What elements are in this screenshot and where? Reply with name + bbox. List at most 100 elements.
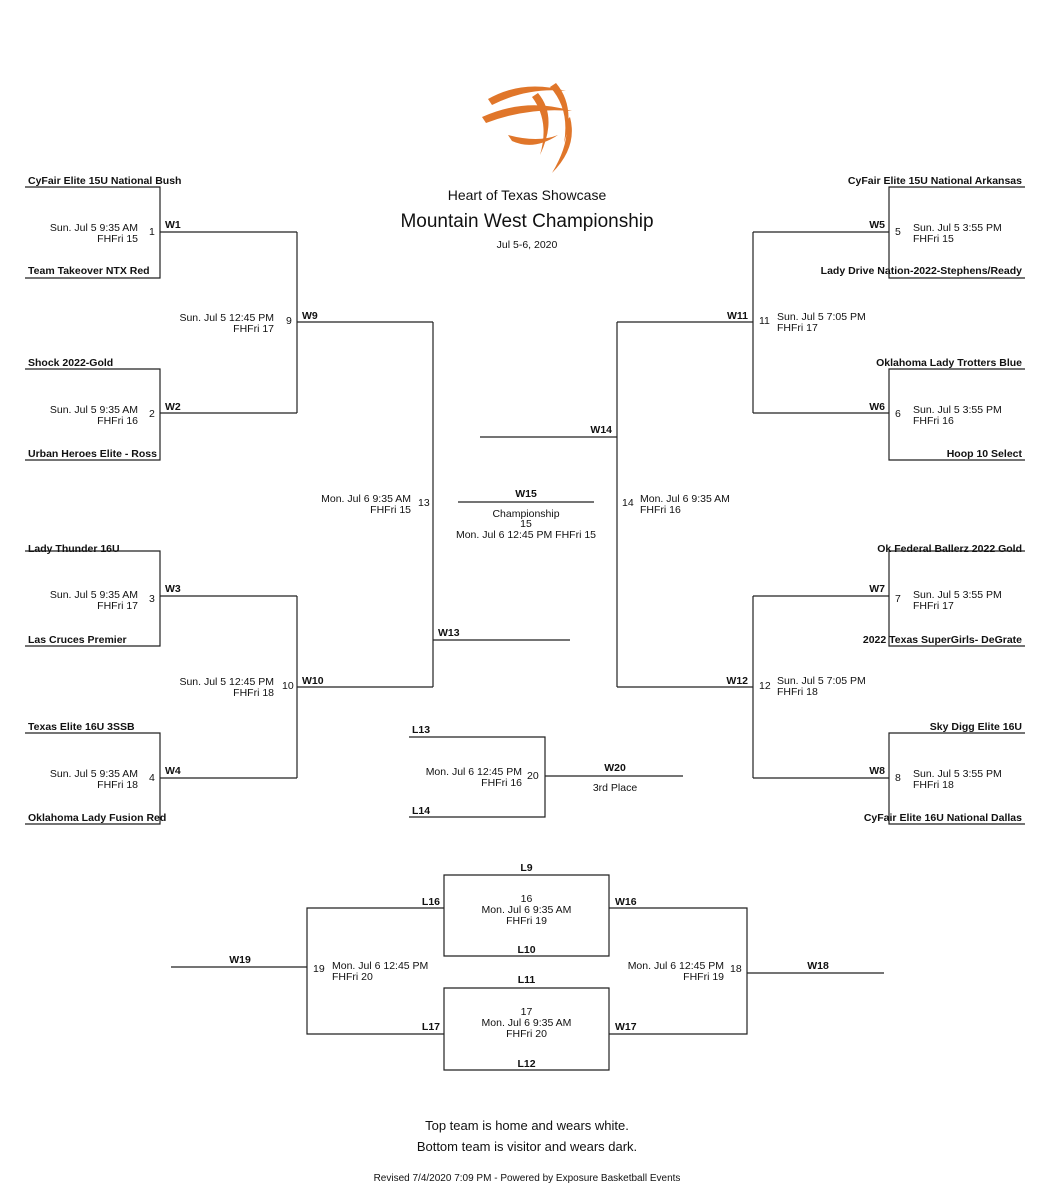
game-label: 3rd Place — [592, 782, 638, 794]
game-time: Sun. Jul 5 9:35 AM — [49, 404, 138, 416]
game-number: 8 — [895, 772, 901, 784]
game-16-lines — [443, 874, 610, 957]
game-2-lines — [25, 368, 297, 461]
team-slot: Ok Federal Ballerz 2022 Gold — [877, 543, 1022, 555]
game-time: Mon. Jul 6 12:45 PM — [332, 960, 429, 972]
game-time: Sun. Jul 5 3:55 PM — [913, 404, 1002, 416]
game-number: 2 — [149, 408, 155, 420]
game-court: FHFri 16 — [640, 504, 681, 516]
logo-swooshes — [482, 83, 572, 173]
game-number: 4 — [149, 772, 155, 784]
game-court: FHFri 15 — [370, 504, 411, 516]
game-7-lines — [753, 550, 1025, 647]
game-court: FHFri 18 — [233, 687, 274, 699]
game-number: 6 — [895, 408, 901, 420]
game-court: FHFri 19 — [506, 915, 547, 927]
game-number: 18 — [730, 963, 742, 975]
game-time: Sun. Jul 5 7:05 PM — [777, 311, 866, 323]
game-time: Mon. Jul 6 12:45 PM — [425, 766, 522, 778]
loser-label: L11 — [517, 974, 536, 986]
game-number: 20 — [527, 770, 539, 782]
game-time: Sun. Jul 5 3:55 PM — [913, 222, 1002, 234]
game-court: FHFri 15 — [913, 233, 954, 245]
loser-label: L16 — [421, 896, 440, 908]
game-12-lines — [617, 596, 754, 778]
game-time: Mon. Jul 6 9:35 AM — [321, 493, 411, 505]
game-number: 1 — [149, 226, 155, 238]
game-court: FHFri 20 — [332, 971, 373, 983]
game-10-lines — [296, 596, 433, 778]
game-time: Sun. Jul 5 3:55 PM — [913, 768, 1002, 780]
game-9-lines — [296, 232, 433, 413]
game-court: FHFri 17 — [97, 600, 138, 612]
team-slot: Texas Elite 16U 3SSB — [28, 721, 135, 733]
game-number: 15 — [520, 518, 532, 530]
game-18-lines — [609, 907, 884, 1035]
footer-revised: Revised 7/4/2020 7:09 PM - Powered by Ex… — [373, 1173, 681, 1184]
game-time: Sun. Jul 5 3:55 PM — [913, 589, 1002, 601]
team-slot: 2022 Texas SuperGirls- DeGrate — [862, 634, 1022, 646]
team-slot: Oklahoma Lady Trotters Blue — [876, 357, 1022, 369]
winner-label: W12 — [726, 675, 748, 687]
game-11-lines — [617, 232, 754, 413]
game-number: 7 — [895, 593, 901, 605]
loser-label: L9 — [520, 862, 533, 874]
game-8-lines — [753, 732, 1025, 825]
game-number: 5 — [895, 226, 901, 238]
game-label: Championship — [492, 508, 560, 520]
game-number: 3 — [149, 593, 155, 605]
game-court: FHFri 17 — [913, 600, 954, 612]
game-4-lines — [25, 732, 297, 825]
game-13-lines — [432, 322, 570, 687]
game-number: 16 — [520, 893, 533, 905]
loser-label: L14 — [412, 805, 431, 817]
game-time: Sun. Jul 5 12:45 PM — [179, 676, 274, 688]
team-slot: CyFair Elite 16U National Dallas — [863, 812, 1022, 824]
game-17-lines — [443, 987, 610, 1071]
game-court: FHFri 19 — [683, 971, 724, 983]
winner-label: W14 — [590, 424, 612, 436]
game-14-lines — [480, 322, 618, 687]
basketball-logo — [482, 83, 572, 173]
game-court: FHFri 16 — [481, 777, 522, 789]
team-slot: Las Cruces Premier — [28, 634, 127, 646]
team-slot: Lady Thunder 16U — [28, 543, 120, 555]
game-3-lines — [25, 550, 297, 647]
game-time: Sun. Jul 5 7:05 PM — [777, 675, 866, 687]
game-court: FHFri 17 — [777, 322, 818, 334]
game-number: 12 — [759, 680, 771, 692]
team-slot: Urban Heroes Elite - Ross — [28, 448, 157, 460]
winner-label: W20 — [604, 762, 626, 774]
game-time: Mon. Jul 6 12:45 PM — [627, 960, 724, 972]
winner-label: W1 — [165, 219, 181, 231]
winner-label: W10 — [302, 675, 324, 687]
winner-label: W2 — [165, 401, 181, 413]
team-slot: CyFair Elite 15U National Bush — [28, 175, 182, 187]
team-slot: Hoop 10 Select — [946, 448, 1022, 460]
game-court: FHFri 17 — [233, 323, 274, 335]
game-6-lines — [753, 368, 1025, 461]
team-slot: Oklahoma Lady Fusion Red — [28, 812, 167, 824]
game-number: 13 — [418, 497, 430, 509]
game-time: Sun. Jul 5 9:35 AM — [49, 222, 138, 234]
team-slot: Sky Digg Elite 16U — [929, 721, 1022, 733]
winner-label: W13 — [438, 627, 460, 639]
winner-label: W18 — [807, 960, 829, 972]
team-slot: Shock 2022-Gold — [28, 357, 114, 369]
game-1-lines — [25, 186, 297, 279]
team-slot: Team Takeover NTX Red — [28, 265, 150, 277]
loser-label: L10 — [517, 944, 536, 956]
team-slot: CyFair Elite 15U National Arkansas — [847, 175, 1022, 187]
game-time: Sun. Jul 5 9:35 AM — [49, 768, 138, 780]
game-court: FHFri 18 — [97, 779, 138, 791]
loser-label: L12 — [517, 1058, 536, 1070]
event-name: Heart of Texas Showcase — [447, 187, 607, 203]
game-court: FHFri 16 — [913, 415, 954, 427]
winner-label: W7 — [869, 583, 885, 595]
winner-label: W6 — [869, 401, 885, 413]
game-court: FHFri 15 — [97, 233, 138, 245]
loser-label: L17 — [421, 1021, 440, 1033]
game-time: Mon. Jul 6 9:35 AM — [481, 1017, 572, 1029]
winner-label: W11 — [726, 310, 748, 322]
